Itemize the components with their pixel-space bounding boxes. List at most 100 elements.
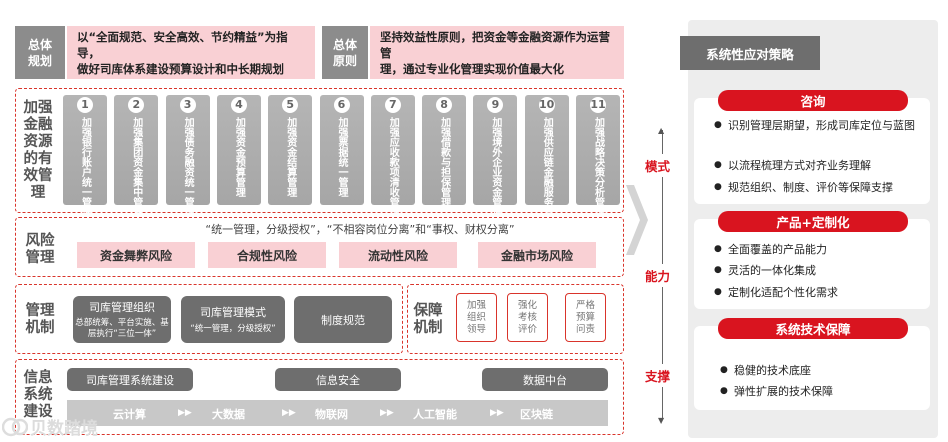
overall-plan-text: 以“全面规范、安全高效、节约精益”为指导， 做好司库体系建设预算设计和中长期规划 — [67, 26, 315, 79]
pillar-label: 加强战略决策分析管理 — [592, 117, 604, 217]
bullet-dot-icon: ● — [714, 182, 722, 192]
management-mechanism-label: 管理 机制 — [25, 303, 55, 336]
treasury-mode-title: 司库管理模式 — [200, 306, 266, 319]
pillar-number-badge: 2 — [128, 97, 145, 113]
strategy-card-consulting — [694, 98, 930, 204]
strategy-title: 系统性应对策略 — [680, 36, 820, 70]
guarantee-item-accountability: 严格 预算 问责 — [565, 293, 606, 342]
tech-cloud: 云计算 — [113, 408, 146, 421]
bullet-text: 弹性扩展的技术保障 — [734, 385, 833, 398]
overall-plan-label: 总体 规划 — [15, 26, 65, 79]
pillar-number-badge: 3 — [179, 97, 196, 113]
arrow-icon: ▶▶ — [178, 408, 192, 418]
pillar-label: 加强应收款项清收管理 — [387, 117, 399, 217]
bullet-dot-icon: ● — [714, 265, 722, 275]
info-system-section — [15, 359, 624, 435]
risk-item-market: 金融市场风险 — [478, 242, 596, 268]
arrow-icon: ▶▶ — [490, 408, 504, 418]
arrow-icon: ▶▶ — [282, 408, 296, 418]
strategy-bullet: ●弹性扩展的技术保障 — [720, 384, 920, 399]
overall-principle-text: 坚持效益性原则，把资金等金融资源作为运营管 理，通过专业化管理实现价值最大化 — [370, 26, 624, 79]
system-standard-box: 制度规范 — [294, 296, 392, 343]
tech-ai: 人工智能 — [413, 408, 457, 421]
risk-caption: “统一管理，分级授权”，“不相容岗位分离”和“事权、财权分离” — [205, 223, 515, 236]
finance-pillar: 5 加强资金结算管理 — [268, 95, 313, 205]
finance-pillar: 3 加强债务融资统一管理 — [165, 95, 210, 217]
side-label-mode: 模式 — [645, 154, 671, 177]
info-security-button: 信息安全 — [275, 368, 401, 391]
finance-pillar: 6 加强票据统一管理 — [319, 95, 364, 205]
pillar-label: 加强票据统一管理 — [336, 117, 347, 197]
pillar-label: 加强银行账户统一管理 — [79, 117, 91, 217]
pillar-label: 加强借款与担保管理 — [438, 117, 450, 207]
strategy-card-product — [694, 219, 930, 309]
pillar-number-badge: 9 — [487, 97, 504, 113]
risk-section-label: 风险 管理 — [25, 233, 55, 266]
watermark: 贝数踏境 — [2, 414, 98, 439]
side-label-support: 支撑 — [645, 364, 671, 387]
pillar-label: 加强资金结算管理 — [284, 117, 296, 197]
treasury-system-build-button: 司库管理系统建设 — [67, 368, 193, 391]
system-standard-label: 制度规范 — [321, 313, 365, 327]
pillar-label: 加强债务融资统一管理 — [182, 117, 194, 217]
finance-section-label: 加强 金融 资源 的有 效管 理 — [23, 100, 53, 201]
pillar-label: 加强资金预算管理 — [233, 117, 245, 197]
side-label-capability: 能力 — [645, 264, 671, 287]
bullet-dot-icon: ● — [714, 120, 722, 130]
arrow-icon: ▶▶ — [380, 408, 394, 418]
tech-iot: 物联网 — [315, 408, 348, 421]
strategy-bullet: ● 识别管理层期望，形成司库定位与蓝图 — [714, 118, 922, 133]
bullet-dot-icon: ● — [714, 244, 722, 254]
guarantee-item-assessment: 强化 考核 评价 — [507, 293, 548, 342]
finance-pillar: 9 加强境外企业资金管理 — [473, 95, 518, 217]
arrow-down-icon: ▼ — [658, 416, 665, 425]
management-mechanism-section — [15, 284, 403, 354]
pillar-number-badge: 11 — [590, 97, 606, 113]
strategy-bullet: ● 稳健的技术底座 — [720, 363, 920, 378]
treasury-org-subtitle: 总部统筹、平台实施、基 层执行“三位一体” — [75, 318, 169, 339]
strategy-bullet: ● 规范组织、制度、评价等保障支撑 — [714, 180, 922, 195]
risk-item-compliance: 合规性风险 — [208, 242, 326, 268]
risk-item-liquidity: 流动性风险 — [339, 242, 457, 268]
pillar-number-badge: 4 — [230, 97, 247, 113]
strategy-bullet: ● 全面覆盖的产品能力 — [714, 242, 922, 257]
guarantee-mechanism-section — [407, 284, 624, 354]
strategy-section-title-consulting: 咨询 — [718, 90, 908, 111]
treasury-org-title: 司库管理组织 — [89, 301, 155, 314]
finance-section — [15, 88, 624, 213]
strategy-bullet: ●以流程梳理方式对齐业务理解 — [714, 158, 922, 173]
watermark-text: 贝数踏境 — [30, 419, 98, 439]
bullet-text: 以流程梳理方式对齐业务理解 — [728, 159, 871, 172]
risk-item-fraud: 资金舞弊风险 — [77, 242, 195, 268]
strategy-section-title-product: 产品+定制化 — [718, 211, 908, 232]
pillar-label: 加强境外企业资金管理 — [489, 117, 501, 217]
pillar-label: 加强集团资金集中管理 — [130, 117, 142, 217]
pillar-number-badge: 6 — [333, 97, 350, 113]
strategy-bullet: ●灵活的一体化集成 — [714, 263, 922, 278]
pillar-number-badge: 1 — [77, 97, 93, 113]
finance-pillar: 7 加强应收款项清收管理 — [370, 95, 415, 217]
pillar-number-badge: 7 — [384, 97, 401, 113]
treasury-org-box: 司库管理组织 总部统筹、平台实施、基 层执行“三位一体” — [73, 296, 171, 343]
watermark-logo-icon — [2, 417, 28, 436]
bullet-text: 稳健的技术底座 — [734, 364, 811, 377]
tech-blockchain: 区块链 — [520, 408, 553, 421]
bullet-text: 识别管理层期望，形成司库定位与蓝图 — [728, 119, 915, 132]
strategy-section-title-tech: 系统技术保障 — [718, 318, 908, 339]
strategy-bullet: ●定制化适配个性化需求 — [714, 285, 922, 300]
guarantee-mechanism-label: 保障 机制 — [413, 303, 443, 336]
treasury-mode-box: 司库管理模式 “统一管理，分级授权” — [181, 296, 285, 343]
bullet-text: 规范组织、制度、评价等保障支撑 — [728, 181, 893, 194]
tech-bigdata: 大数据 — [212, 408, 245, 421]
info-system-label: 信息 系统 建设 — [23, 370, 53, 420]
chevron-right-arrow-icon — [626, 185, 648, 255]
finance-pillar: 11 加强战略决策分析管理 — [576, 95, 620, 217]
data-middle-platform-button: 数据中台 — [482, 368, 608, 391]
finance-pillar: 2 加强集团资金集中管理 — [114, 95, 159, 217]
bullet-text: 全面覆盖的产品能力 — [728, 243, 827, 256]
bullet-dot-icon: ● — [720, 365, 728, 375]
bullet-text: 定制化适配个性化需求 — [728, 286, 838, 299]
guarantee-item-leadership: 加强 组织 领导 — [456, 293, 497, 342]
pillar-number-badge: 5 — [282, 97, 299, 113]
